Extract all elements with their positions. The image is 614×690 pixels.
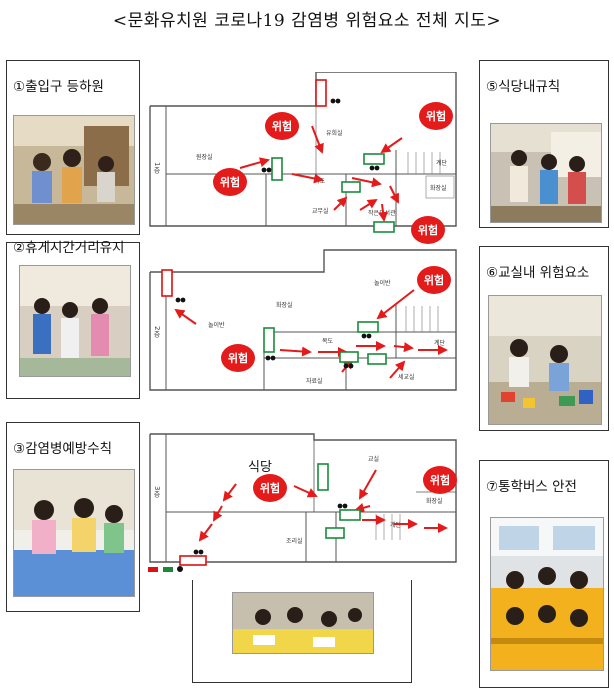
card-label-entrance: ①출입구 등하원 xyxy=(13,79,104,95)
floor-label-1: 1층 xyxy=(153,162,161,174)
card-bus-safety: ⑦통학버스 안전 xyxy=(479,460,609,688)
room-label-restroom-1: 화장실 xyxy=(430,185,447,192)
room-label-kitchen: 조리실 xyxy=(286,538,303,545)
room-label-class-b: 놀이반 xyxy=(374,280,391,287)
page-title: <문화유치원 코로나19 감염병 위험요소 전체 지도> xyxy=(112,11,502,31)
room-label-playroom: 유희실 xyxy=(326,130,343,137)
card-label-classroom-hazards: ⑥교실내 위험요소 xyxy=(486,265,590,281)
photo-break-distance xyxy=(19,265,131,377)
room-label-stairs-2: 계단 xyxy=(434,340,446,347)
card-label-prevention-rules: ③감염병예방수칙 xyxy=(13,441,113,457)
photo-prevention-rules xyxy=(13,469,135,597)
floor-label-2: 2층 xyxy=(153,326,161,338)
floor-plan-2: 2층 화장실 놀이반 놀이반 복도 계단 자료실 세교실 xyxy=(146,246,458,396)
card-label-cafeteria-rules: ⑤식당내규칙 xyxy=(486,79,561,95)
card-break-distance: ②휴게시간거리유지 xyxy=(6,240,140,399)
room-label-library: 작은도서관 xyxy=(368,210,396,217)
cafeteria-label: 식당 xyxy=(248,460,272,475)
photo-entrance xyxy=(13,115,135,225)
corridor-label-2: 복도 xyxy=(322,338,334,345)
floor-plan-3: 3층 교실 계단 화장실 조리실 식당 xyxy=(146,430,458,580)
room-label-classroom-3: 교실 xyxy=(368,456,380,463)
room-label-resource: 자료실 xyxy=(306,378,323,385)
card-classroom-hazards: ⑥교실내 위험요소 xyxy=(479,246,609,431)
room-label-class-a: 놀이반 xyxy=(208,322,225,329)
photo-bus-safety xyxy=(490,517,604,671)
room-label-restroom-3: 화장실 xyxy=(426,498,443,505)
card-label-bus-safety: ⑦통학버스 안전 xyxy=(486,479,577,495)
room-label-classroom-2: 세교실 xyxy=(398,374,415,381)
floor-plan-1: 1층 원장실 유희실 교무실 복도 계단 화장실 작은도서관 xyxy=(146,72,458,234)
photo-cafeteria-rules xyxy=(490,123,602,223)
corridor-label-1: 복도 xyxy=(314,178,326,185)
room-label-restroom-2: 화장실 xyxy=(276,302,293,309)
card-entrance: ①출입구 등하원 xyxy=(6,60,140,235)
floor-label-3: 3층 xyxy=(153,486,161,498)
card-cafeteria-rules: ⑤식당내규칙 xyxy=(479,60,609,228)
photo-classroom-hazards xyxy=(488,295,602,425)
photo-cafeteria xyxy=(232,592,374,654)
bottom-photo-frame xyxy=(192,580,412,683)
card-prevention-rules: ③감염병예방수칙 xyxy=(6,422,140,612)
room-label-stairs-1: 계단 xyxy=(436,160,448,167)
card-label-break-distance: ②휴게시간거리유지 xyxy=(13,240,125,256)
room-label-stairs-3: 계단 xyxy=(390,522,402,529)
room-label-staff: 교무실 xyxy=(312,208,329,215)
room-label-principal: 원장실 xyxy=(196,154,213,161)
map-legend xyxy=(148,566,458,576)
